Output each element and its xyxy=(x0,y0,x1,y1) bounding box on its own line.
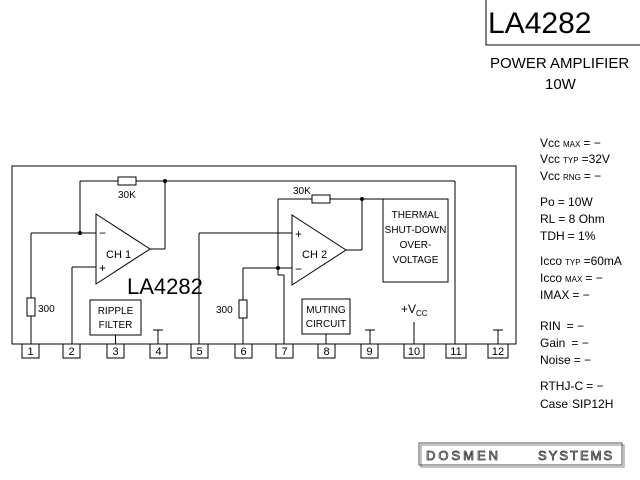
pin-row: 1 2 3 4 5 6 7 8 9 10 11 12 xyxy=(21,343,509,359)
svg-text:VOLTAGE: VOLTAGE xyxy=(393,255,439,266)
svg-text:2: 2 xyxy=(68,346,74,358)
ch2-minus: − xyxy=(295,262,302,276)
channel-1: CH 1 − + 30K 300 RIPPLE FILTER LA4282 xyxy=(26,176,455,344)
spec-rin: RIN= − xyxy=(540,319,584,333)
svg-text:RIPPLE: RIPPLE xyxy=(98,306,134,317)
spec-imax: IMAX= − xyxy=(540,288,590,302)
brand-left: DOSMEN xyxy=(426,448,501,463)
pin-9: 9 xyxy=(360,343,379,359)
spec-gain: Gain= − xyxy=(540,336,589,350)
pin-2: 2 xyxy=(62,343,81,359)
svg-text:12: 12 xyxy=(492,346,504,358)
op-amp-ch2 xyxy=(291,214,347,286)
svg-text:SHUT-DOWN: SHUT-DOWN xyxy=(385,225,447,236)
svg-text:10: 10 xyxy=(408,346,420,358)
pin-10: 10 xyxy=(403,343,425,359)
chip-body xyxy=(11,165,517,345)
svg-text:OVER-: OVER- xyxy=(400,240,432,251)
resistor-300-pin1 xyxy=(26,297,36,317)
channel-2: CH 2 + − 30K 300 THERMAL SHUT-DOWN OVER- xyxy=(198,181,503,344)
svg-text:7: 7 xyxy=(281,346,287,358)
svg-text:9: 9 xyxy=(366,346,372,358)
svg-text:5: 5 xyxy=(196,346,202,358)
spec-po: Po= 10W xyxy=(540,195,593,209)
pin-3: 3 xyxy=(106,343,125,359)
pin-1: 1 xyxy=(21,343,40,359)
ch1-label: CH 1 xyxy=(106,249,131,261)
vcc-label: +VCC xyxy=(401,302,428,318)
svg-text:11: 11 xyxy=(450,346,461,358)
pin-7: 7 xyxy=(275,343,294,359)
pin-12: 12 xyxy=(487,343,509,359)
title-frame xyxy=(485,0,640,46)
pin-11: 11 xyxy=(445,343,467,359)
svg-text:1: 1 xyxy=(27,346,33,358)
resistor-30k-ch2-label: 30K xyxy=(293,186,311,197)
svg-text:4: 4 xyxy=(155,346,161,358)
resistor-300-pin1-label: 300 xyxy=(38,304,55,315)
resistor-30k-ch1 xyxy=(117,176,137,186)
subtitle-line2: 10W xyxy=(545,76,577,93)
svg-text:CIRCUIT: CIRCUIT xyxy=(306,319,347,330)
spec-noise: Noise= − xyxy=(540,353,591,367)
title: LA4282 xyxy=(488,7,591,40)
chip-label: LA4282 xyxy=(127,274,203,299)
svg-text:3: 3 xyxy=(112,346,118,358)
op-amp-ch1 xyxy=(95,213,151,285)
pin-6: 6 xyxy=(234,343,253,359)
spec-rthj-c: RTHJ-C= − xyxy=(540,379,603,393)
ch2-label: CH 2 xyxy=(302,249,327,261)
svg-text:FILTER: FILTER xyxy=(99,320,133,331)
spec-rl: RL= 8 Ohm xyxy=(540,212,605,226)
brand-right: SYSTEMS xyxy=(538,448,614,463)
pin-4: 4 xyxy=(149,343,168,359)
svg-text:6: 6 xyxy=(240,346,246,358)
thermal-shutdown-block xyxy=(382,198,449,283)
pin-8: 8 xyxy=(317,343,336,359)
subtitle-line1: POWER AMPLIFIER xyxy=(490,55,629,72)
resistor-300-pin6-label: 300 xyxy=(216,305,233,316)
spec-tdh: TDH= 1% xyxy=(540,229,596,243)
resistor-30k-ch2 xyxy=(311,194,331,204)
ch2-plus: + xyxy=(295,227,302,241)
ch1-plus: + xyxy=(99,261,106,275)
brand-logo: DOSMEN SYSTEMS xyxy=(418,442,625,468)
svg-text:THERMAL: THERMAL xyxy=(392,210,440,221)
ch1-minus: − xyxy=(99,226,106,240)
pin-5: 5 xyxy=(190,343,209,359)
svg-text:8: 8 xyxy=(323,346,329,358)
svg-text:MUTING: MUTING xyxy=(306,305,346,316)
resistor-300-pin6 xyxy=(238,299,248,319)
resistor-30k-ch1-label: 30K xyxy=(118,190,136,201)
